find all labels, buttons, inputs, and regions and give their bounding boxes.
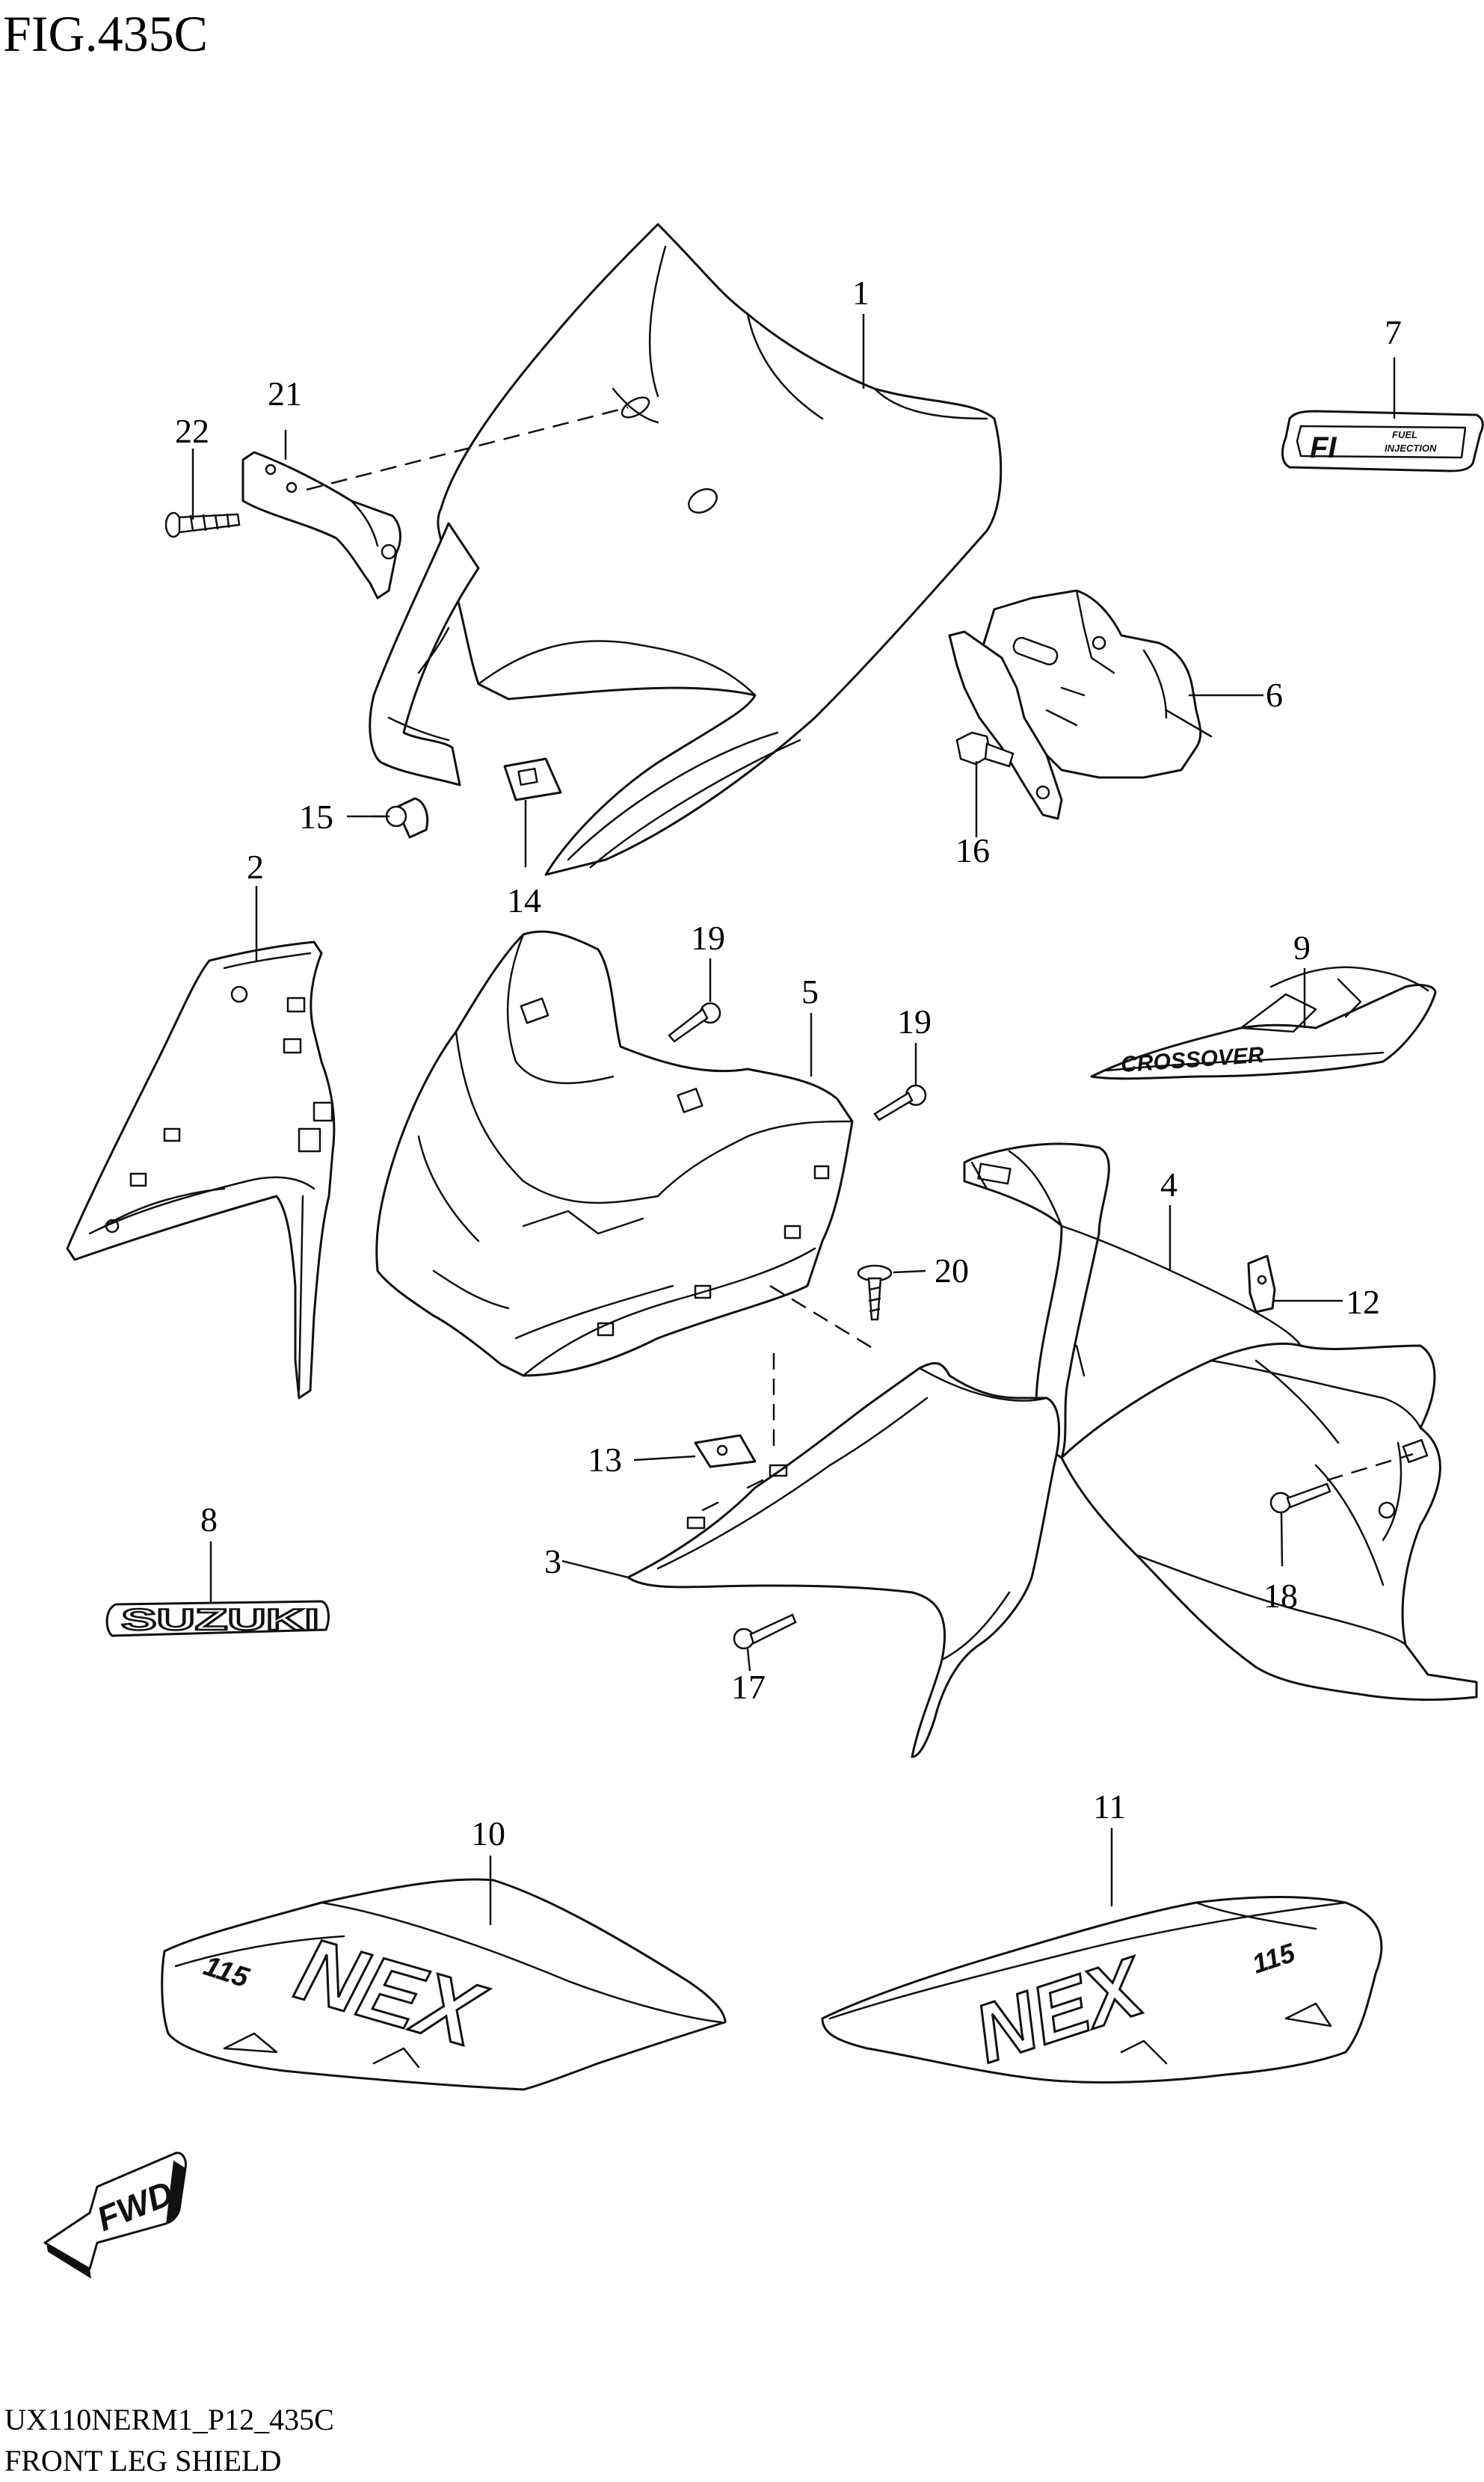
- part-13-nut-clip: [694, 1434, 757, 1468]
- callout-21: 21: [268, 375, 302, 413]
- callout-3: 3: [544, 1542, 561, 1580]
- part-15-clip: [372, 797, 429, 839]
- footer-code: UX110NERM1_P12_435C: [4, 2403, 334, 2436]
- callout-1: 1: [852, 274, 869, 312]
- callout-18: 18: [1263, 1577, 1298, 1615]
- part-9-crossover-decal: CROSSOVER: [1090, 966, 1437, 1080]
- callout-14: 14: [507, 881, 541, 920]
- callout-17: 17: [731, 1668, 766, 1706]
- callout-6: 6: [1266, 676, 1283, 714]
- callout-19-upper: 19: [691, 919, 725, 957]
- callout-11: 11: [1093, 1787, 1126, 1826]
- part-14-nut-clip: [503, 757, 562, 801]
- part-7-fi-decal: FI FUEL INJECTION: [1281, 410, 1484, 472]
- footer-name: FRONT LEG SHIELD: [4, 2444, 281, 2478]
- callout-12: 12: [1346, 1283, 1380, 1321]
- part-3-leg-shield: [626, 1361, 1060, 1758]
- callout-16: 16: [955, 831, 990, 869]
- callout-2: 2: [247, 848, 264, 886]
- callout-22: 22: [175, 412, 209, 450]
- part-6-bracket-assembly: [948, 589, 1213, 820]
- part-19-screw-a: [668, 1002, 721, 1043]
- callout-4: 4: [1160, 1165, 1177, 1204]
- fi-text-fuel: FUEL: [1392, 429, 1417, 440]
- part-22-screw: [164, 511, 241, 538]
- part-4-leg-shield: [963, 1142, 1478, 1702]
- part-12-clip: [1247, 1254, 1276, 1314]
- figure-title: FIG.435C: [3, 5, 208, 62]
- part-5-inner-cover: [375, 930, 854, 1377]
- part-21-bracket: [241, 451, 401, 600]
- part-11-nex-decal: NEX 115: [821, 1896, 1383, 2084]
- part-18-screw: [1269, 1482, 1331, 1514]
- callout-20: 20: [935, 1251, 969, 1290]
- suzuki-text: SUZUKI: [121, 1604, 319, 1636]
- callout-19-lower: 19: [897, 1003, 932, 1041]
- callout-9: 9: [1293, 929, 1311, 967]
- fi-text-injection: INJECTION: [1385, 443, 1437, 454]
- callout-15: 15: [299, 798, 333, 836]
- part-20-screw: [857, 1264, 893, 1321]
- callout-8: 8: [200, 1500, 218, 1539]
- callout-labels: 1 2 3 4 5 6 7 8 9 10 11 12 13 14 15 16 1…: [175, 274, 1402, 1853]
- callout-13: 13: [588, 1441, 622, 1479]
- part-1-front-cover: [369, 223, 1003, 876]
- callout-7: 7: [1385, 313, 1402, 351]
- part-16-bolt: [955, 731, 1015, 768]
- leader-lines: [191, 314, 1414, 1925]
- part-17-screw: [733, 1613, 797, 1650]
- callout-10: 10: [471, 1814, 505, 1853]
- fwd-arrow-icon: FWD: [43, 2152, 187, 2279]
- part-19-screw-b: [873, 1084, 927, 1121]
- callout-5: 5: [801, 973, 819, 1011]
- part-2-inner-panel: [66, 940, 336, 1399]
- fi-mark: FI: [1310, 431, 1337, 464]
- part-10-nex-decal: 115 NEX: [161, 1878, 727, 2091]
- part-8-suzuki-emblem: SUZUKI: [105, 1600, 330, 1637]
